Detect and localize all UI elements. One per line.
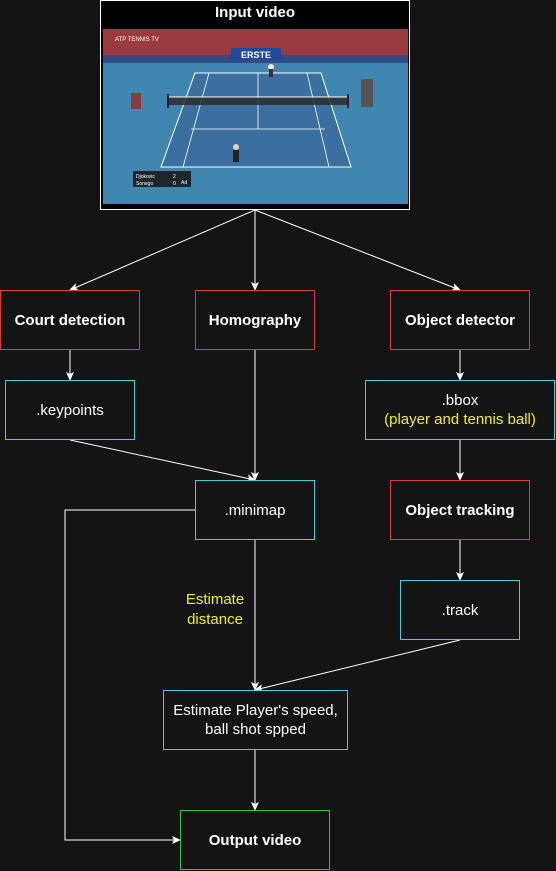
keypoints-node: .keypoints bbox=[5, 380, 135, 440]
edge-minimap-to-output bbox=[64, 509, 195, 844]
edge-keypoints-to-minimap bbox=[69, 439, 256, 483]
object-detector-label: Object detector bbox=[404, 311, 516, 329]
estimate-distance-line2: distance bbox=[187, 611, 243, 628]
minimap-node: .minimap bbox=[195, 480, 315, 540]
edge-track-to-estimate bbox=[254, 639, 461, 692]
track-node: .track bbox=[400, 580, 520, 640]
score-row-name: Djokovic bbox=[136, 174, 155, 180]
edge-input-to-court bbox=[69, 209, 256, 291]
tennis-frame-image: ATP TENNIS TV ERSTE Djokovic 2 Ad Sonego… bbox=[103, 29, 408, 204]
score-row-name: Sonego bbox=[136, 181, 153, 187]
output-video-label: Output video bbox=[208, 831, 302, 849]
track-label: .track bbox=[441, 601, 479, 619]
bbox-label: .bbox bbox=[441, 392, 479, 409]
keypoints-label: .keypoints bbox=[36, 401, 104, 419]
bbox-note: (player and tennis ball) bbox=[384, 411, 536, 428]
court-detection-label: Court detection bbox=[14, 311, 126, 329]
input-video-node: Input video ATP TENNIS TV ERSTE Djokovic… bbox=[100, 0, 410, 210]
input-video-title: Input video bbox=[215, 4, 295, 21]
score-row-sets: 2 bbox=[173, 174, 176, 180]
estimate-distance-line1: Estimate bbox=[185, 591, 245, 608]
broadcast-logo: ATP TENNIS TV bbox=[115, 37, 159, 43]
minimap-label: .minimap bbox=[224, 501, 286, 519]
score-row-points: Ad bbox=[181, 180, 187, 186]
score-row-sets: 0 bbox=[173, 181, 176, 187]
homography-node: Homography bbox=[195, 290, 315, 350]
homography-label: Homography bbox=[208, 311, 302, 329]
court-detection-node: Court detection bbox=[0, 290, 140, 350]
estimate-speed-line1: Estimate Player's speed, bbox=[173, 702, 338, 719]
edge-input-to-detector bbox=[254, 209, 461, 291]
estimate-distance-label: Estimate distance bbox=[175, 590, 255, 630]
object-detector-node: Object detector bbox=[390, 290, 530, 350]
object-tracking-label: Object tracking bbox=[405, 501, 515, 519]
sponsor-banner: ERSTE bbox=[241, 50, 271, 60]
estimate-speed-node: Estimate Player's speed, ball shot spped bbox=[163, 690, 348, 750]
output-video-node: Output video bbox=[180, 810, 330, 870]
bbox-node: .bbox (player and tennis ball) bbox=[365, 380, 555, 440]
scoreboard: Djokovic 2 Ad Sonego 0 bbox=[133, 171, 191, 187]
object-tracking-node: Object tracking bbox=[390, 480, 530, 540]
estimate-speed-line2: ball shot spped bbox=[205, 721, 306, 738]
